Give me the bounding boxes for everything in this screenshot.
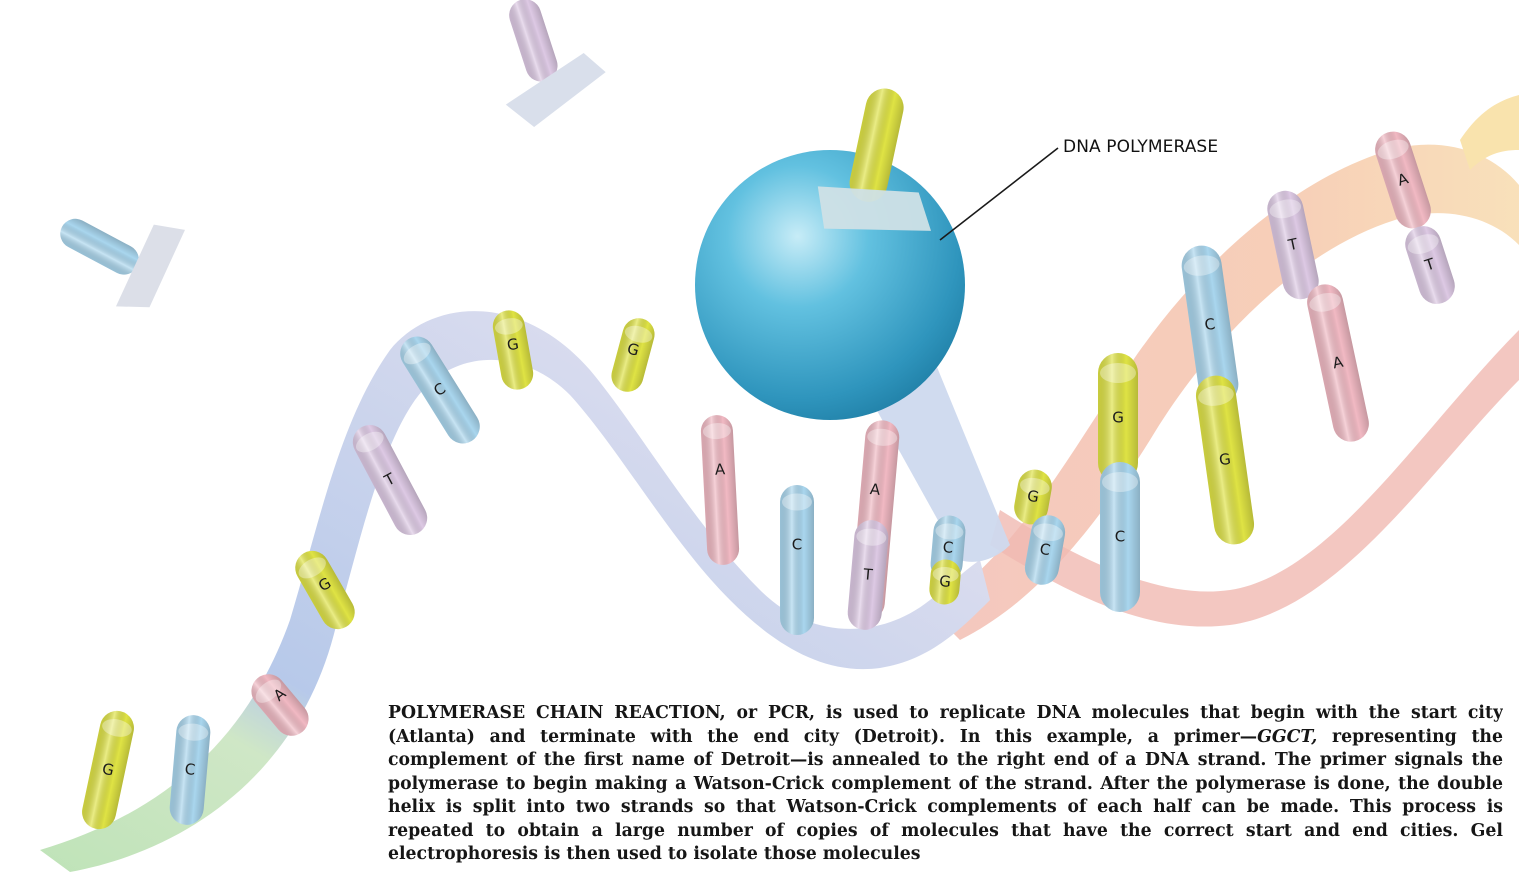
tail-ribbon: [1460, 95, 1519, 170]
base-label: G: [1218, 450, 1232, 469]
caption-primer: GGCT,: [1257, 727, 1317, 747]
base-label: C: [792, 536, 802, 554]
base-label: G: [938, 572, 951, 591]
base-label: C: [184, 760, 196, 779]
base-label: G: [1112, 409, 1124, 427]
caption-rest: representing the complement of the first…: [388, 727, 1503, 865]
base-label: C: [942, 538, 954, 557]
figure-caption: POLYMERASE CHAIN REACTION, or PCR, is us…: [388, 702, 1503, 872]
dna-polymerase-label: DNA POLYMERASE: [1063, 137, 1218, 157]
free-nucleotide-top: [476, 0, 614, 133]
base-label: C: [1115, 528, 1125, 546]
free-nucleotide-left: [41, 178, 189, 320]
base-label: A: [714, 460, 726, 479]
caption-text: POLYMERASE CHAIN REACTION, or PCR, is us…: [388, 702, 1503, 867]
base-c-cylinder: [780, 485, 814, 635]
pointer-line: [940, 148, 1058, 240]
